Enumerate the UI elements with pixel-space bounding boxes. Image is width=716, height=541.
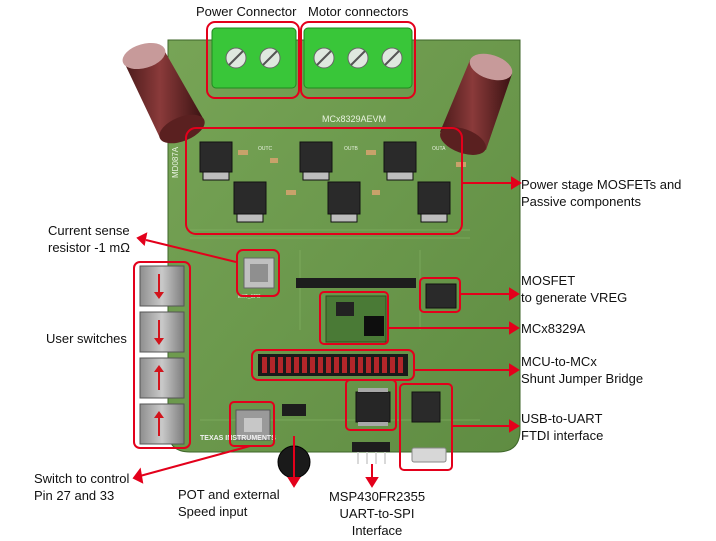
outc-silk: OUTC — [258, 146, 273, 152]
ftdi-chip — [411, 391, 447, 463]
jumper-shunt[interactable] — [358, 357, 363, 373]
label-msp-line1: MSP430FR2355 — [328, 489, 426, 504]
top-header-row — [296, 278, 416, 288]
user-switches — [139, 265, 185, 445]
label-switch-control-line2: Pin 27 and 33 — [34, 488, 115, 503]
label-switch-control: Switch to control Pin 27 and 33 — [34, 470, 129, 504]
label-jumper-line1: MCU-to-MCx — [521, 354, 597, 369]
capacitor-left — [122, 42, 205, 144]
label-mosfet-vreg-line1: MOSFET — [521, 273, 576, 288]
label-pot: POT and external Speed input — [178, 486, 280, 520]
uart-spi-header — [352, 442, 390, 452]
msp430-chip — [355, 388, 391, 426]
label-motor-connectors: Motor connectors — [308, 4, 409, 19]
jumper-shunt[interactable] — [318, 357, 323, 373]
power-connector-terminal — [211, 27, 297, 89]
arrow-down-icon — [154, 274, 164, 299]
pot-header — [282, 404, 306, 416]
label-power-stage: Power stage MOSFETs and Passive componen… — [521, 176, 681, 210]
jumper-shunt[interactable] — [278, 357, 283, 373]
label-current-sense-line2: resistor -1 mΩ — [48, 240, 130, 255]
jumper-shunt[interactable] — [382, 357, 387, 373]
label-msp-line3: Interface — [351, 523, 403, 538]
label-mosfet-vreg-line2: to generate VREG — [521, 290, 628, 305]
label-usb-uart-line2: FTDI interface — [521, 428, 604, 443]
label-power-connector: Power Connector — [196, 4, 297, 19]
jumper-shunt[interactable] — [262, 357, 267, 373]
outa-silk: OUTA — [432, 146, 446, 152]
label-current-sense-line1: Current sense — [48, 223, 130, 238]
label-power-stage-line1: Power stage MOSFETs and — [521, 177, 682, 192]
outb-silk: OUTB — [344, 146, 359, 152]
arrow-up-icon — [154, 365, 164, 390]
jumper-shunt[interactable] — [326, 357, 331, 373]
label-jumper-bridge: MCU-to-MCx Shunt Jumper Bridge — [521, 353, 643, 387]
user-switch[interactable] — [139, 403, 185, 445]
arrow-up-icon — [154, 411, 164, 436]
jumper-shunt[interactable] — [310, 357, 315, 373]
annotation-arrows — [132, 176, 522, 488]
board-name-silk: MCx8329AEVM — [322, 114, 386, 124]
jumper-shunt[interactable] — [350, 357, 355, 373]
motor-connector-terminal — [303, 27, 413, 89]
user-switch[interactable] — [139, 357, 185, 399]
label-mosfet-vreg: MOSFET to generate VREG — [521, 272, 627, 306]
label-mcx-chip: MCx8329A — [521, 321, 586, 336]
jumper-shunt[interactable] — [270, 357, 275, 373]
jumper-shunt[interactable] — [374, 357, 379, 373]
label-usb-uart: USB-to-UART FTDI interface — [521, 410, 603, 444]
jumper-shunt[interactable] — [390, 357, 395, 373]
label-user-switches: User switches — [46, 331, 127, 346]
jumper-shunt[interactable] — [334, 357, 339, 373]
label-switch-control-line1: Switch to control — [34, 471, 130, 486]
shunt-jumper-bridge — [258, 354, 408, 376]
label-usb-uart-line1: USB-to-UART — [521, 411, 603, 426]
jumper-shunt[interactable] — [286, 357, 291, 373]
jumper-shunt[interactable] — [294, 357, 299, 373]
label-msp430: MSP430FR2355 UART-to-SPI Interface — [323, 488, 431, 539]
jumper-shunt[interactable] — [302, 357, 307, 373]
board-partnum-silk: MD087A — [171, 146, 180, 178]
label-power-stage-line2: Passive components — [521, 194, 641, 209]
label-jumper-line2: Shunt Jumper Bridge — [521, 371, 644, 386]
jumper-shunt[interactable] — [366, 357, 371, 373]
arrow-down-icon — [154, 320, 164, 345]
label-current-sense: Current sense resistor -1 mΩ — [48, 222, 130, 256]
mcx-chip-area — [325, 295, 387, 343]
user-switch[interactable] — [139, 265, 185, 307]
label-pot-line1: POT and external — [178, 487, 280, 502]
mosfet-array — [199, 141, 451, 223]
label-msp-line2: UART-to-SPI — [339, 506, 415, 521]
jumper-shunt[interactable] — [342, 357, 347, 373]
ti-logo: TEXAS INSTRUMENTS — [200, 435, 276, 442]
jumper-shunt[interactable] — [398, 357, 403, 373]
vreg-mosfet — [425, 283, 457, 309]
uart-spi-pins — [357, 452, 386, 464]
label-pot-line2: Speed input — [178, 504, 248, 519]
user-switch[interactable] — [139, 311, 185, 353]
